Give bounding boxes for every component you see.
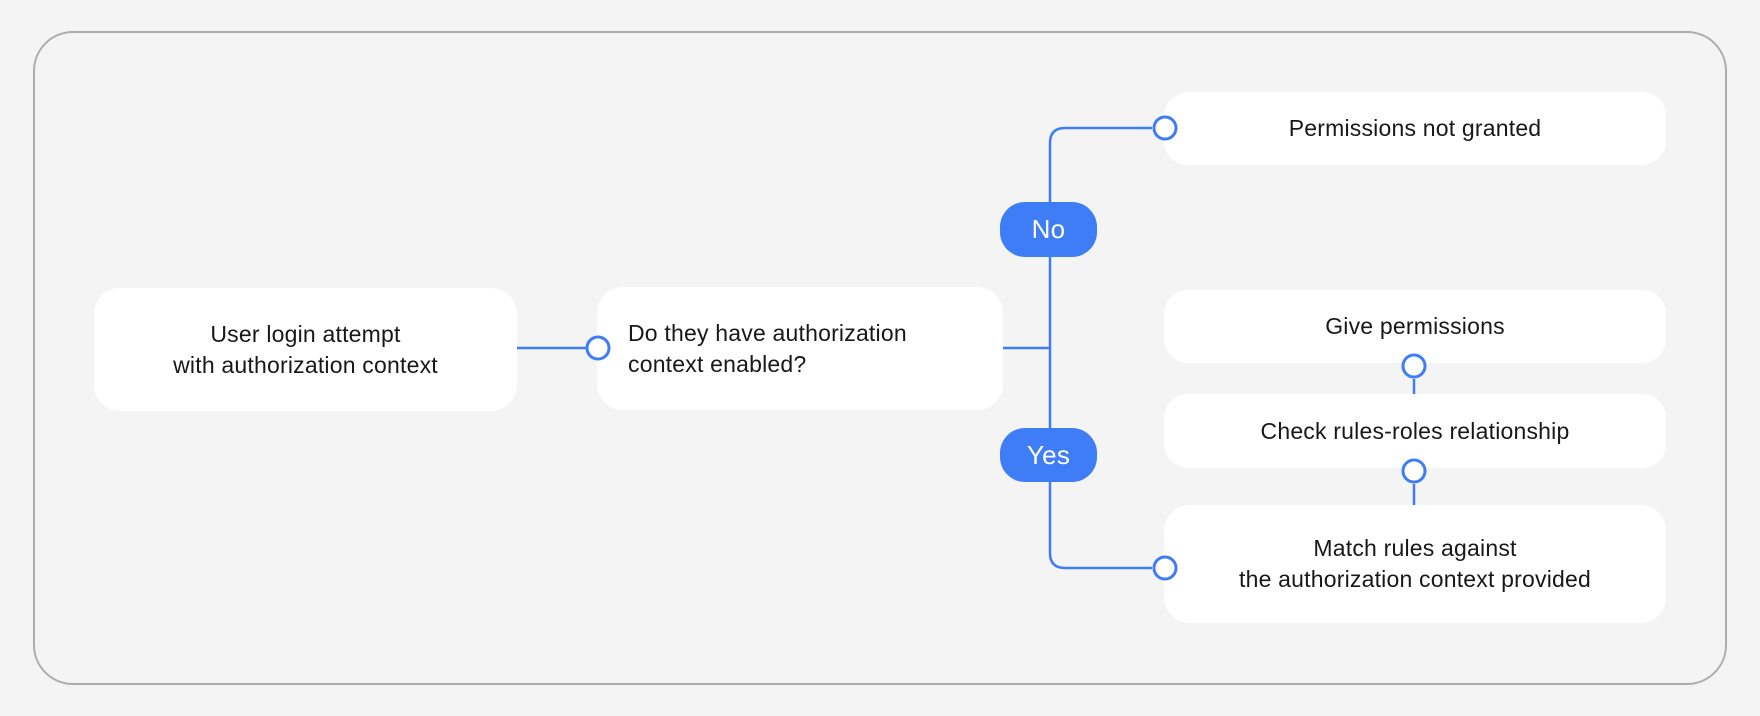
node-user-login: User login attempt with authorization co…: [94, 288, 517, 411]
node-check-rules-roles: Check rules-roles relationship: [1164, 394, 1666, 468]
node-match-rules-line1: Match rules against: [1313, 535, 1517, 561]
node-check-rules-roles-label: Check rules-roles relationship: [1260, 417, 1570, 444]
node-user-login-line2: with authorization context: [173, 351, 438, 378]
node-authorization-question-line2: context enabled?: [628, 350, 807, 377]
node-authorization-question-line1: Do they have authorization: [628, 319, 907, 346]
node-give-permissions-label: Give permissions: [1325, 313, 1505, 339]
node-permissions-not-granted-label: Permissions not granted: [1288, 115, 1542, 141]
branch-label-yes: Yes: [1000, 428, 1097, 482]
node-give-permissions: Give permissions: [1164, 290, 1666, 363]
node-user-login-line1: User login attempt: [210, 320, 401, 347]
node-permissions-not-granted: Permissions not granted: [1164, 92, 1666, 165]
branch-label-no: No: [1000, 202, 1097, 257]
diagram-frame: [33, 31, 1727, 685]
node-match-rules-line2: the authorization context provided: [1238, 566, 1592, 592]
node-authorization-question: Do they have authorization context enabl…: [597, 287, 1003, 410]
node-match-rules: Match rules against the authorization co…: [1164, 505, 1666, 623]
